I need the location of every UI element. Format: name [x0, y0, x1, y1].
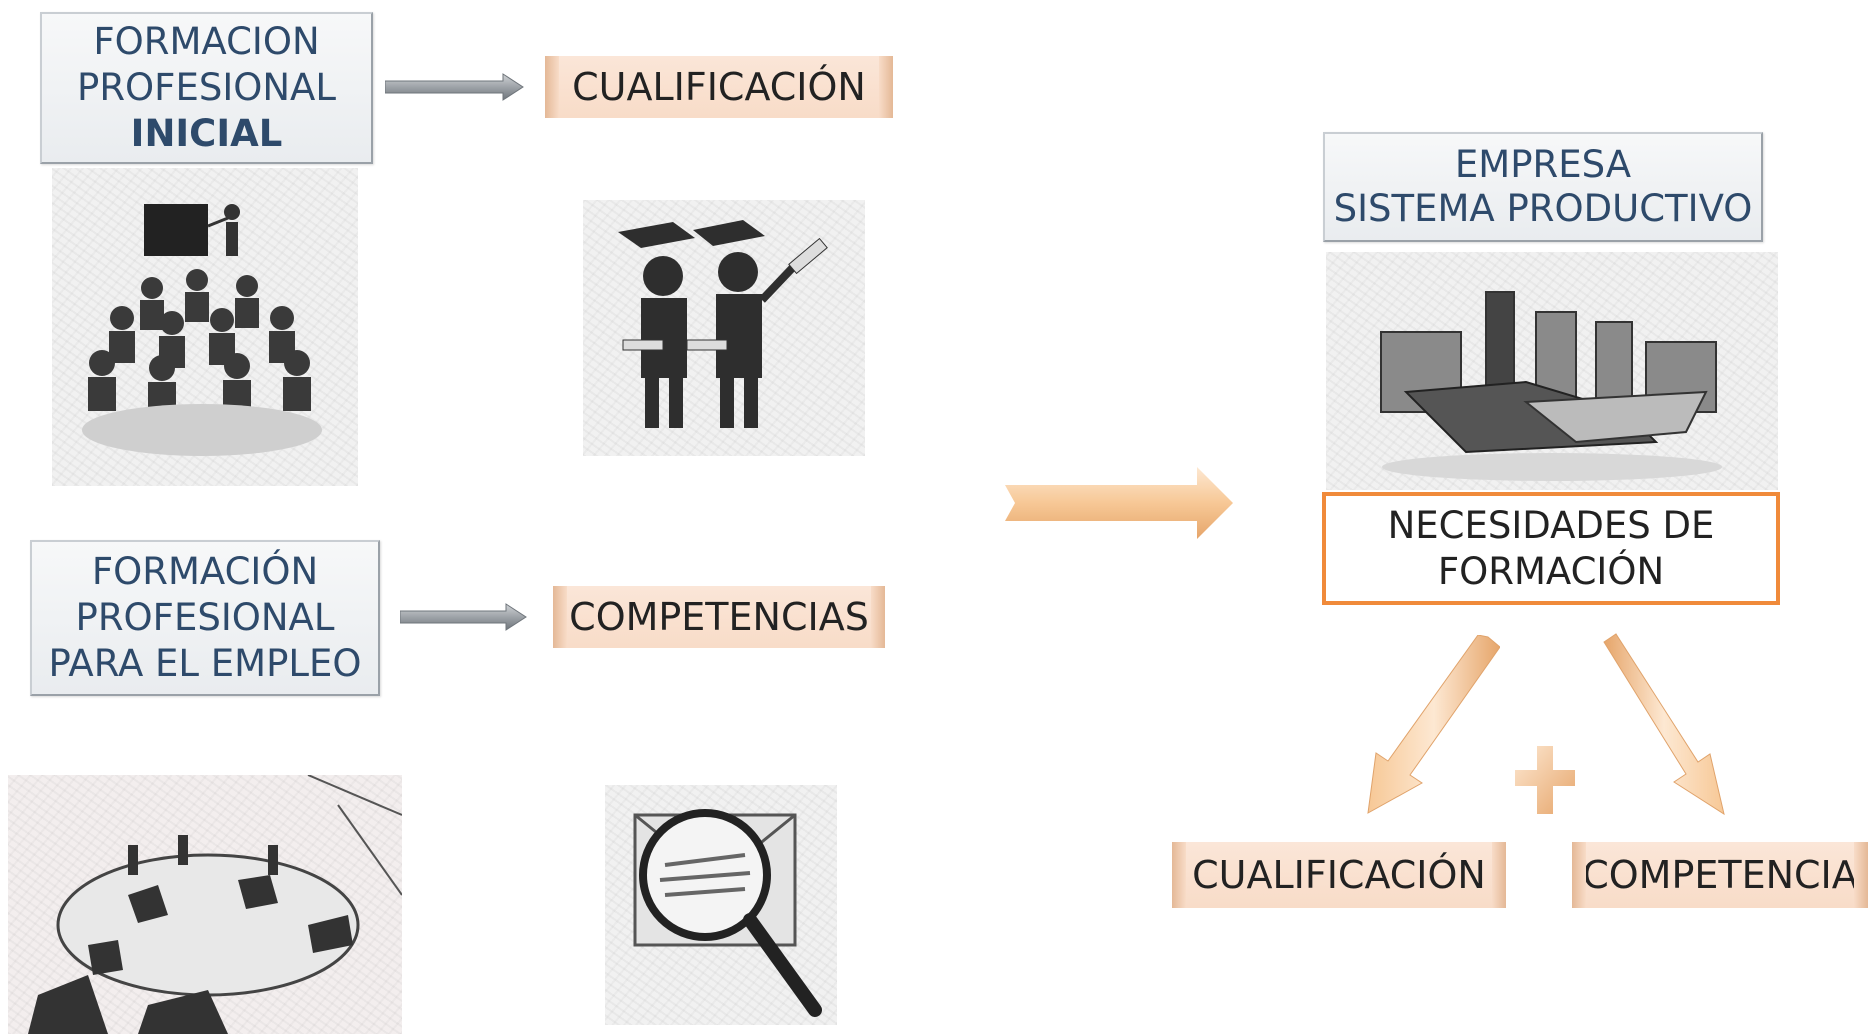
fp-inicial-line3: INICIAL [130, 112, 283, 155]
cualificacion-label-right: CUALIFICACIÓN [1172, 842, 1506, 908]
fp-inicial-box: FORMACION PROFESIONAL INICIAL [40, 12, 373, 164]
down-left-arrow-icon [1367, 635, 1500, 814]
competencias-label: COMPETENCIAS [553, 586, 885, 648]
big-orange-arrow-icon [1005, 467, 1233, 539]
empresa-line1: EMPRESA [1454, 143, 1632, 186]
fp-empleo-line1: FORMACIÓN [91, 550, 319, 593]
grey-arrow-icon-bottom [400, 603, 527, 631]
fp-inicial-line1: FORMACION [93, 20, 320, 63]
necesidades-formacion-box: NECESIDADES DE FORMACIÓN [1322, 492, 1780, 605]
factory-sketch-icon [1326, 252, 1778, 490]
meeting-table-sketch-icon [8, 775, 402, 1034]
magnifier-document-sketch-icon [605, 785, 837, 1025]
grey-arrow-icon-top [385, 73, 524, 101]
cualificacion-label-top: CUALIFICACIÓN [545, 56, 893, 118]
down-right-arrow-icon [1603, 633, 1725, 816]
necesidades-line1: NECESIDADES DE [1387, 503, 1715, 547]
graduates-sketch-icon [583, 200, 865, 456]
empresa-box: EMPRESA SISTEMA PRODUCTIVO [1323, 132, 1763, 242]
fp-empleo-box: FORMACIÓN PROFESIONAL PARA EL EMPLEO [30, 540, 380, 696]
plus-icon [1515, 746, 1575, 814]
classroom-sketch-icon [52, 168, 358, 486]
fp-empleo-line3: PARA EL EMPLEO [48, 642, 362, 685]
necesidades-line2: FORMACIÓN [1437, 549, 1665, 593]
fp-empleo-line2: PROFESIONAL [75, 596, 335, 639]
fp-inicial-line2: PROFESIONAL [77, 66, 336, 109]
empresa-line2: SISTEMA PRODUCTIVO [1333, 187, 1753, 230]
competencia-label-right: COMPETENCIA [1572, 842, 1868, 908]
